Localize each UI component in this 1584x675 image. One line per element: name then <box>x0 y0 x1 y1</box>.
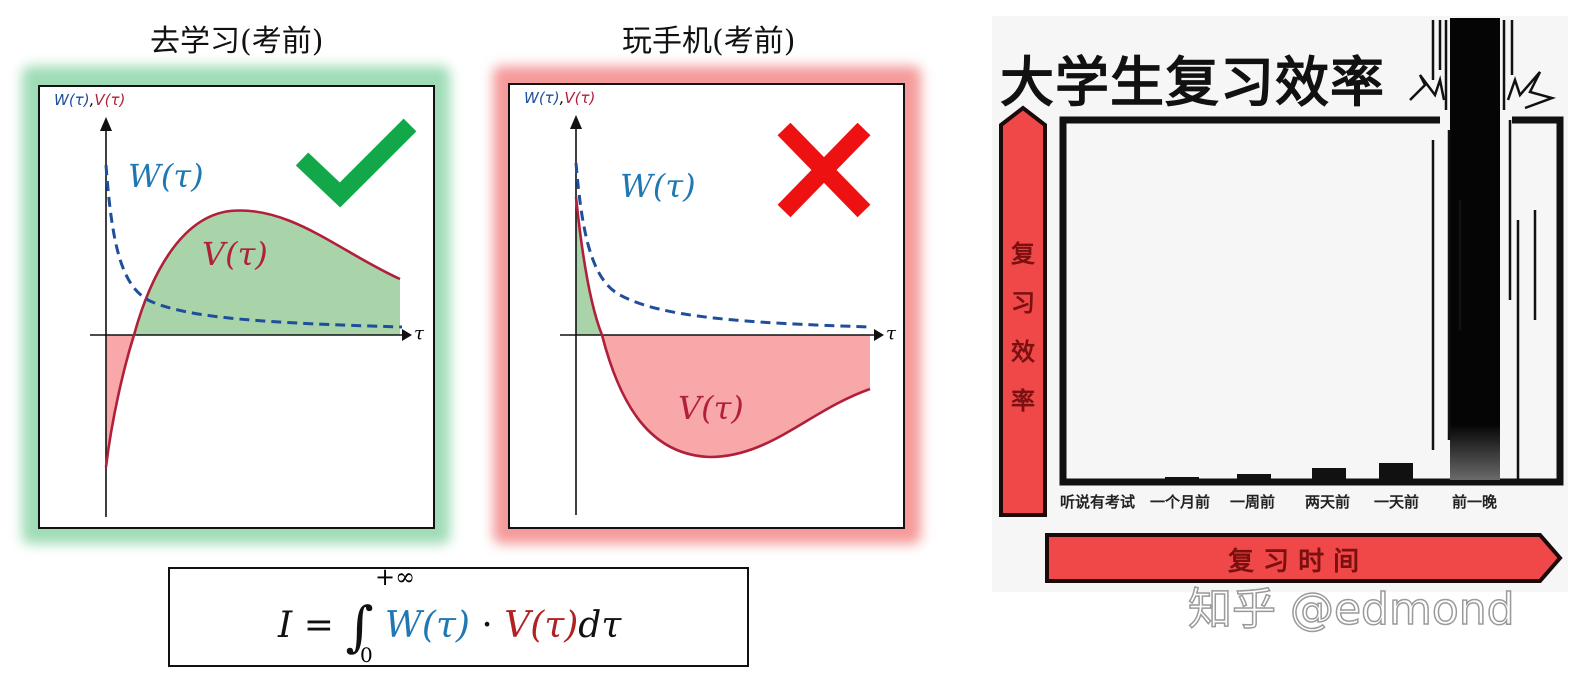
integral-formula: I = ∫ W(τ) · V(τ)dτ <box>278 587 622 658</box>
category-label: 一天前 <box>1374 493 1420 511</box>
formula-equals: = <box>303 605 334 646</box>
category-label: 前一晚 <box>1452 493 1498 511</box>
last-night-bar <box>1450 18 1500 480</box>
category-label: 一个月前 <box>1150 493 1211 511</box>
impact-burst-left <box>1409 74 1446 101</box>
left-plot: W(τ),V(τ) W(τ) V(τ) τ <box>38 85 435 529</box>
middle-v-curve-label: V(τ) <box>678 389 744 427</box>
y-axis-arrow <box>999 105 1047 517</box>
middle-y-axis-label: W(τ),V(τ) <box>524 89 595 107</box>
cross-icon <box>777 122 871 218</box>
category-label: 一周前 <box>1230 493 1276 511</box>
integral-lower-limit: 0 <box>360 643 373 667</box>
left-axis-w: W(τ) <box>54 91 90 109</box>
formula-box: I = ∫ W(τ) · V(τ)dτ +∞ 0 <box>168 563 749 667</box>
checkmark-icon <box>295 118 417 208</box>
formula-differential: dτ <box>578 605 622 646</box>
y-axis-char: 复 <box>1011 240 1035 268</box>
middle-plot: W(τ),V(τ) W(τ) V(τ) τ <box>508 83 905 529</box>
y-axis-char: 效 <box>1011 338 1035 366</box>
impact-burst-right <box>1506 71 1557 110</box>
left-w-curve-label: W(τ) <box>128 157 204 195</box>
left-plot-svg <box>90 117 417 517</box>
x-axis-label: 复 习 时 间 <box>1228 547 1360 577</box>
left-v-curve-label: V(τ) <box>202 235 268 273</box>
y-axis-char: 率 <box>1011 387 1035 415</box>
category-label: 听说有考试 <box>1060 493 1136 511</box>
middle-w-curve-label: W(τ) <box>620 167 696 205</box>
middle-axis-sep: , <box>559 89 565 107</box>
middle-plot-svg <box>560 115 884 515</box>
middle-panel-title: 玩手机(考前) <box>622 24 796 59</box>
watermark: 知乎 @edmond <box>1187 583 1515 636</box>
middle-x-axis-label: τ <box>886 323 896 344</box>
y-axis-label: 复 习 效 率 <box>1008 230 1038 426</box>
formula-w-term: W(τ) <box>384 605 470 646</box>
formula-v-term: V(τ) <box>504 605 579 646</box>
y-axis-char: 习 <box>1011 289 1035 317</box>
left-axis-sep: , <box>89 91 95 109</box>
formula-lhs: I <box>278 605 293 646</box>
left-y-axis-label: W(τ),V(τ) <box>54 91 125 109</box>
category-label: 两天前 <box>1305 493 1351 511</box>
meme-title: 大学生复习效率 <box>1000 51 1385 114</box>
left-axis-v: V(τ) <box>94 91 126 109</box>
formula-dot: · <box>481 605 493 646</box>
middle-axis-w: W(τ) <box>524 89 560 107</box>
left-panel-title: 去学习(考前) <box>150 24 324 59</box>
integral-upper-limit: +∞ <box>375 563 416 591</box>
x-axis-arrow <box>1045 533 1563 583</box>
integral-sign: ∫ <box>345 595 374 658</box>
left-x-axis-label: τ <box>414 323 424 344</box>
middle-axis-v: V(τ) <box>564 89 596 107</box>
